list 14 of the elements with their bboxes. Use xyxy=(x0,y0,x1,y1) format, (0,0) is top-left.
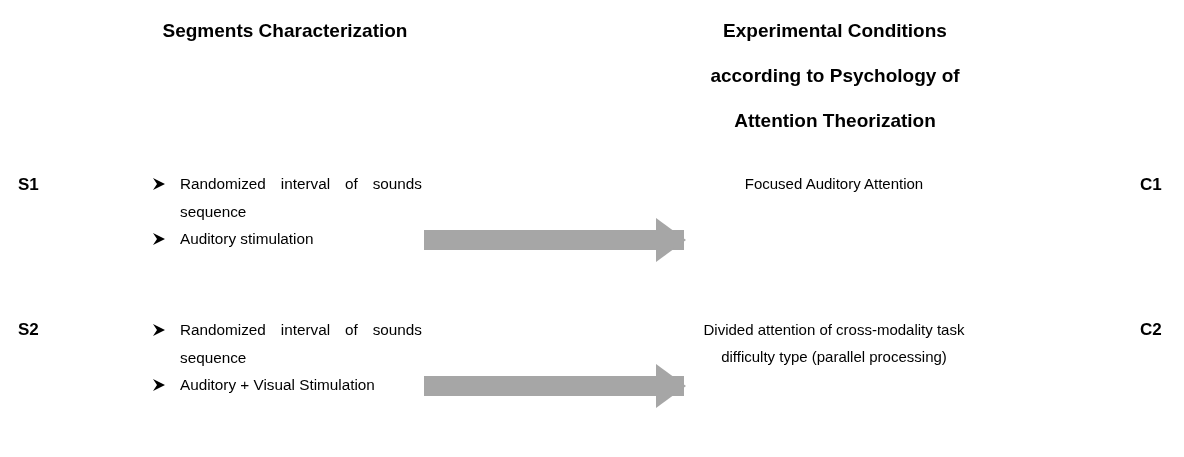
list-item-text: Randomized interval of sounds sequence xyxy=(180,320,422,368)
column-heading: Experimental Conditions according to Psychology of Attention Theorization xyxy=(709,19,961,133)
condition-text: Divided attention of cross-modality task difficulty type (parallel processing) xyxy=(702,320,966,367)
row-label: C2 xyxy=(1140,320,1162,340)
block-arrow xyxy=(424,218,686,262)
list-item-text: Randomized interval of sounds sequence xyxy=(180,174,422,222)
block-arrow xyxy=(424,364,686,408)
condition-text: Focused Auditory Attention xyxy=(743,174,925,194)
list-item-text: Auditory stimulation xyxy=(180,229,315,249)
row-label: C1 xyxy=(1140,175,1162,195)
row-label: S2 xyxy=(18,320,39,340)
column-heading: Segments Characterization xyxy=(161,19,409,43)
list-item-text: Auditory + Visual Stimulation xyxy=(180,375,376,395)
row-label: S1 xyxy=(18,175,39,195)
